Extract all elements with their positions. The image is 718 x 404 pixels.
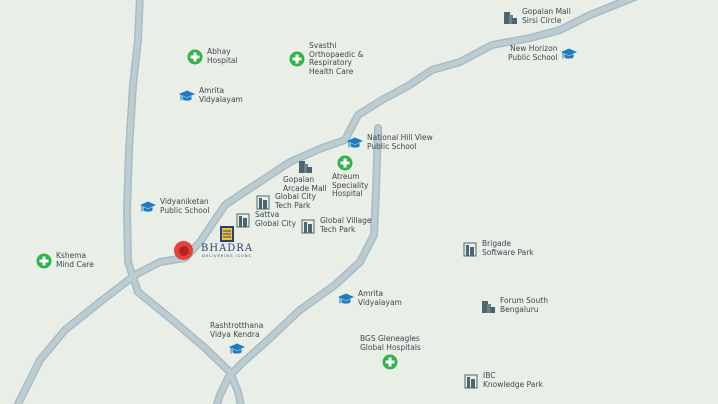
poi-bgs-gleneagles[interactable]: BGS Gleneagles Global Hospitals (360, 334, 421, 370)
graduation-cap-icon (338, 293, 354, 304)
poi-label: Atreum Speciality Hospital (332, 172, 369, 198)
poi-label: Gopalan Mall Sirsi Circle (522, 7, 571, 25)
office-building-icon (464, 374, 478, 388)
project-location[interactable]: BHADRA DELIVERING ICONS (174, 226, 253, 260)
office-building-icon (463, 242, 477, 256)
office-building-icon (301, 219, 315, 233)
graduation-cap-icon (140, 201, 156, 212)
mall-icon (482, 300, 495, 313)
office-building-icon (256, 195, 270, 209)
poi-label: Vidyaniketan Public School (160, 197, 210, 215)
poi-label: Abhay Hospital (207, 47, 238, 65)
graduation-cap-icon (347, 137, 363, 148)
poi-gopalan-mall-sirsi[interactable]: Gopalan Mall Sirsi Circle (502, 7, 571, 25)
poi-amrita-south[interactable]: Amrita Vidyalayam (338, 289, 402, 307)
poi-label: National Hill View Public School (367, 133, 433, 151)
graduation-cap-icon (561, 48, 578, 59)
poi-vidyaniketan[interactable]: Vidyaniketan Public School (140, 197, 210, 215)
poi-label: Forum South Bengaluru (500, 296, 548, 314)
office-building-icon (236, 213, 250, 227)
brand-name: BHADRA (201, 243, 254, 254)
poi-label: Svasthi Orthopaedic & Respiratory Health… (309, 41, 364, 76)
graduation-cap-icon (228, 343, 245, 354)
poi-atreum[interactable]: Atreum Speciality Hospital (332, 155, 369, 199)
poi-global-village[interactable]: Global Village Tech Park (300, 216, 372, 234)
poi-new-horizon[interactable]: New Horizon Public School (508, 44, 578, 62)
poi-sattva-global-city[interactable]: Sattva Global City (235, 210, 297, 228)
poi-label: Kshema Mind Care (56, 251, 94, 269)
hospital-icon (36, 253, 52, 268)
mall-icon (504, 11, 517, 24)
poi-national-hill-view[interactable]: National Hill View Public School (347, 133, 433, 151)
poi-label: Rashtrotthana Vidya Kendra (210, 321, 264, 339)
logo-building-icon (220, 226, 235, 242)
poi-label: Amrita Vidyalayam (199, 86, 243, 104)
hospital-icon (289, 51, 305, 67)
poi-global-city-tech-park[interactable]: Global City Tech Park (255, 192, 317, 210)
poi-label: Sattva Global City (255, 210, 297, 228)
poi-abhay-hospital[interactable]: Abhay Hospital (187, 47, 238, 65)
poi-amrita-north[interactable]: Amrita Vidyalayam (179, 86, 243, 104)
poi-brigade-software-park[interactable]: Brigade Software Park (462, 239, 534, 257)
poi-label: Brigade Software Park (482, 239, 534, 257)
poi-label: Global Village Tech Park (320, 216, 372, 234)
hospital-icon (337, 155, 353, 171)
brand-tagline: DELIVERING ICONS (202, 254, 252, 258)
poi-label: IBC Knowledge Park (483, 371, 543, 389)
mall-icon (298, 161, 312, 173)
poi-rashtrotthana[interactable]: Rashtrotthana Vidya Kendra (210, 321, 264, 357)
location-pin-icon (174, 241, 193, 260)
poi-label: New Horizon Public School (508, 44, 558, 62)
hospital-icon (187, 49, 203, 64)
poi-gopalan-arcade[interactable]: Gopalan Arcade Mall (283, 158, 327, 193)
poi-forum-south[interactable]: Forum South Bengaluru (480, 296, 548, 314)
poi-kshema[interactable]: Kshema Mind Care (36, 251, 94, 269)
poi-label: Amrita Vidyalayam (358, 289, 402, 307)
poi-ibc-knowledge-park[interactable]: IBC Knowledge Park (463, 371, 543, 389)
hospital-icon (382, 354, 398, 370)
poi-label: Global City Tech Park (275, 192, 317, 210)
poi-svasthi[interactable]: Svasthi Orthopaedic & Respiratory Health… (289, 41, 364, 76)
poi-label: Gopalan Arcade Mall (283, 175, 327, 193)
poi-label: BGS Gleneagles Global Hospitals (360, 334, 421, 352)
graduation-cap-icon (179, 90, 195, 101)
bhadra-logo: BHADRA DELIVERING ICONS (201, 225, 253, 258)
